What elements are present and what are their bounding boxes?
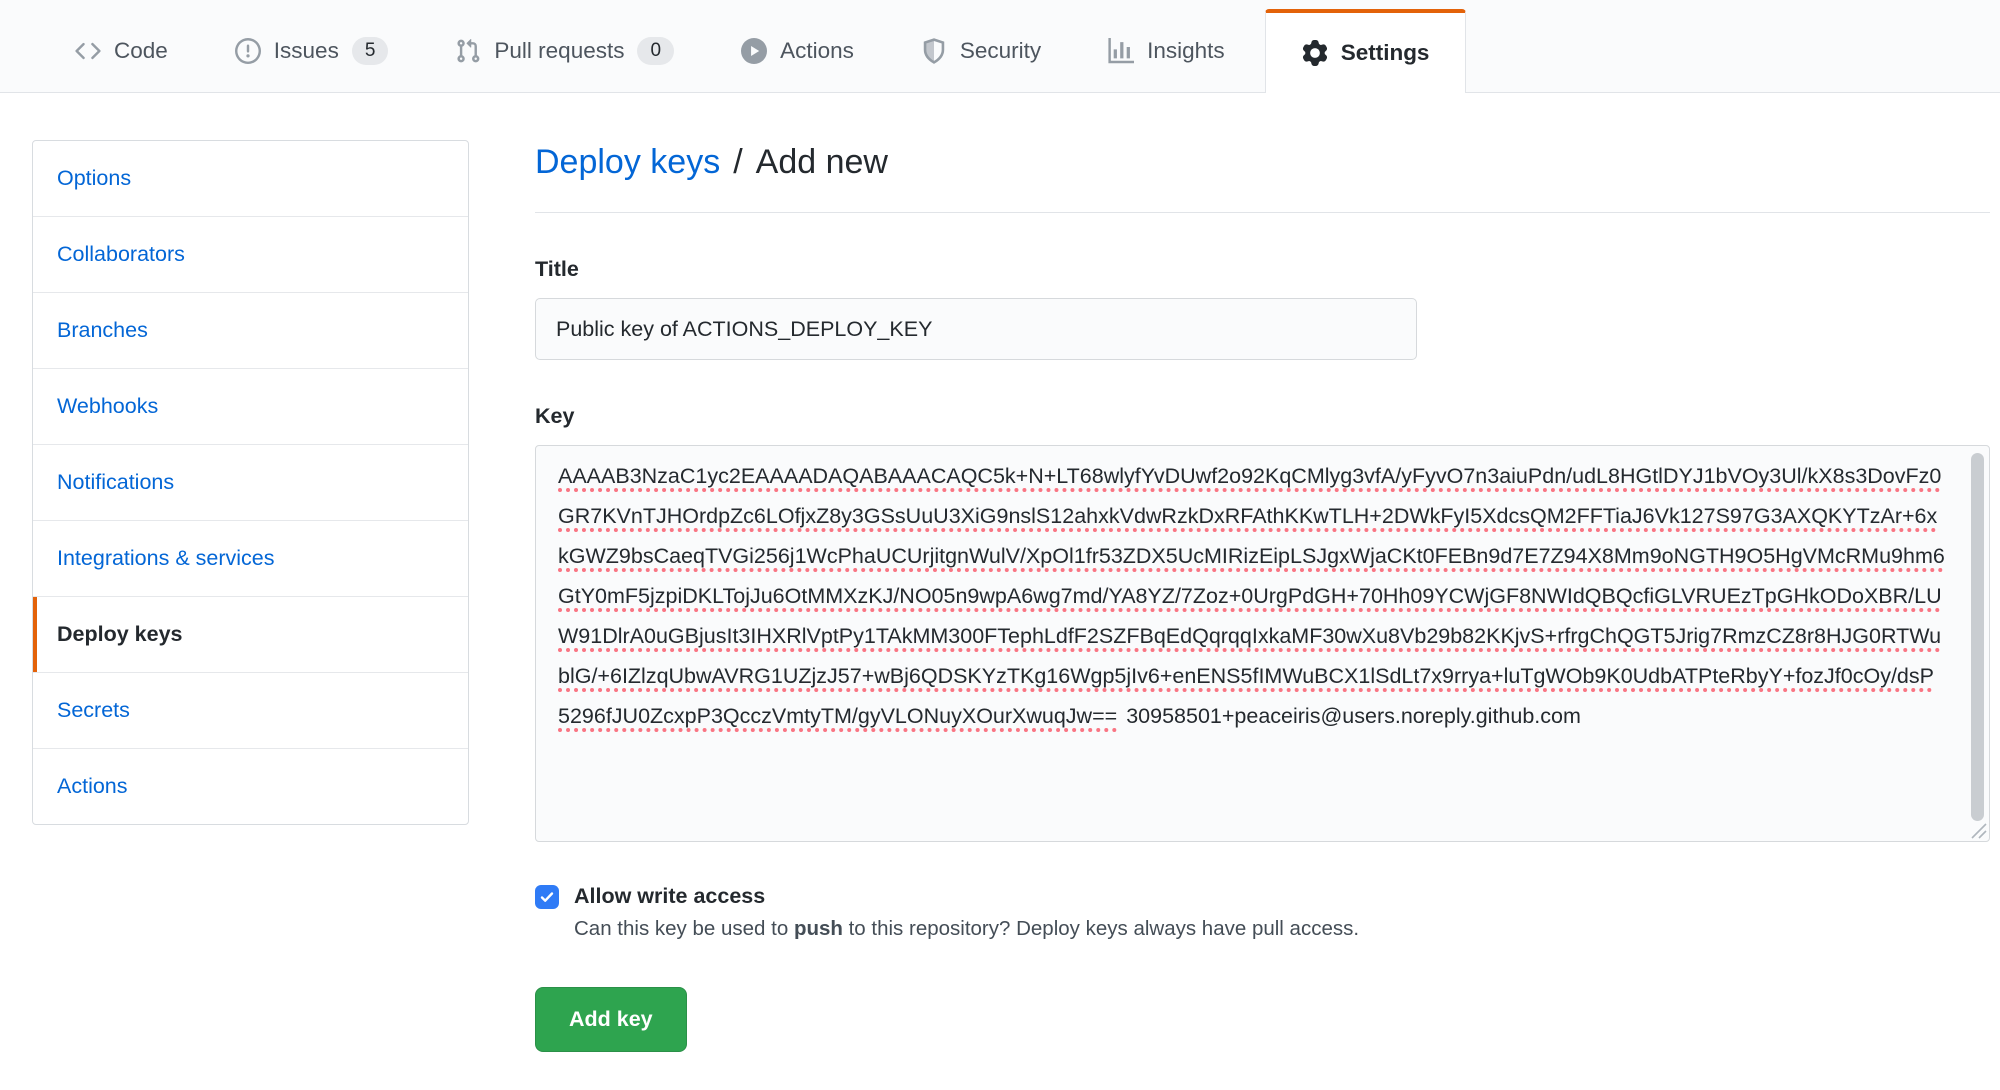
sidebar-item-actions[interactable]: Actions [57, 774, 128, 798]
settings-layout: Options Collaborators Branches Webhooks … [0, 93, 2000, 1053]
tab-label: Issues [273, 38, 339, 63]
tab-label: Actions [780, 38, 854, 63]
key-value-comment: 30958501+peaceiris@users.noreply.github.… [1126, 704, 1581, 729]
sidebar-item-collaborators[interactable]: Collaborators [33, 217, 468, 293]
note-suffix: to this repository? Deploy keys always h… [842, 917, 1360, 941]
tab-insights[interactable]: Insights [1081, 9, 1252, 93]
settings-sidebar: Options Collaborators Branches Webhooks … [32, 140, 469, 825]
allow-write-access-row: Allow write access [535, 884, 1990, 909]
pull-requests-count-badge: 0 [637, 37, 675, 65]
title-field-label: Title [535, 257, 579, 282]
textarea-scrollbar-thumb[interactable] [1971, 453, 1984, 822]
sidebar-item-branches[interactable]: Branches [33, 293, 468, 369]
play-icon [741, 38, 768, 64]
key-field-label: Key [535, 404, 575, 429]
tab-security[interactable]: Security [894, 9, 1068, 93]
graph-icon [1108, 38, 1135, 64]
repo-nav: Code Issues 5 Pull requests 0 Actions Se… [0, 0, 2000, 93]
tab-actions[interactable]: Actions [714, 9, 881, 93]
textarea-resize-grip[interactable] [1969, 821, 1987, 839]
sidebar-item-notifications[interactable]: Notifications [33, 445, 468, 521]
key-textarea[interactable]: AAAAB3NzaC1yc2EAAAADAQABAAACAQC5k+N+LT68… [535, 445, 1990, 843]
sidebar-item-integrations-services[interactable]: Integrations & services [33, 521, 468, 597]
heading-divider [535, 212, 1990, 214]
tab-label: Pull requests [494, 38, 625, 63]
tab-label: Code [114, 38, 168, 63]
title-input[interactable] [535, 298, 1417, 361]
tab-settings[interactable]: Settings [1264, 9, 1467, 93]
add-key-button[interactable]: Add key [535, 987, 687, 1053]
tab-label: Insights [1147, 38, 1225, 63]
git-pull-request-icon [455, 38, 481, 64]
note-prefix: Can this key be used to [574, 917, 794, 941]
deploy-key-form: Deploy keys / Add new Title Key AAAAB3Nz… [535, 140, 1990, 1053]
tab-pull-requests[interactable]: Pull requests 0 [428, 9, 701, 93]
sidebar-item-secrets[interactable]: Secrets [33, 673, 468, 749]
key-value-base64: AAAAB3NzaC1yc2EAAAADAQABAAACAQC5k+N+LT68… [558, 464, 1945, 729]
issue-opened-icon [234, 38, 261, 64]
sidebar-item-webhooks[interactable]: Webhooks [33, 369, 468, 445]
tab-label: Settings [1340, 40, 1430, 65]
allow-write-access-label[interactable]: Allow write access [574, 884, 766, 909]
breadcrumb-deploy-keys-link[interactable]: Deploy keys [535, 143, 721, 181]
page-title: Deploy keys / Add new [535, 140, 1990, 184]
gear-icon [1302, 40, 1328, 66]
sidebar-item-options[interactable]: Options [33, 141, 468, 217]
issues-count-badge: 5 [351, 37, 389, 65]
tab-label: Security [959, 38, 1042, 63]
note-bold: push [793, 917, 843, 941]
tab-issues[interactable]: Issues 5 [208, 9, 416, 93]
allow-write-access-checkbox[interactable] [535, 884, 559, 909]
write-access-note: Can this key be used to push to this rep… [574, 917, 1990, 941]
code-icon [75, 38, 101, 64]
tab-code[interactable]: Code [48, 9, 195, 93]
shield-icon [921, 38, 947, 64]
checkmark-icon [540, 891, 554, 902]
sidebar-item-deploy-keys[interactable]: Deploy keys [33, 597, 468, 673]
breadcrumb-separator: / [733, 143, 743, 181]
breadcrumb-current: Add new [755, 143, 888, 181]
